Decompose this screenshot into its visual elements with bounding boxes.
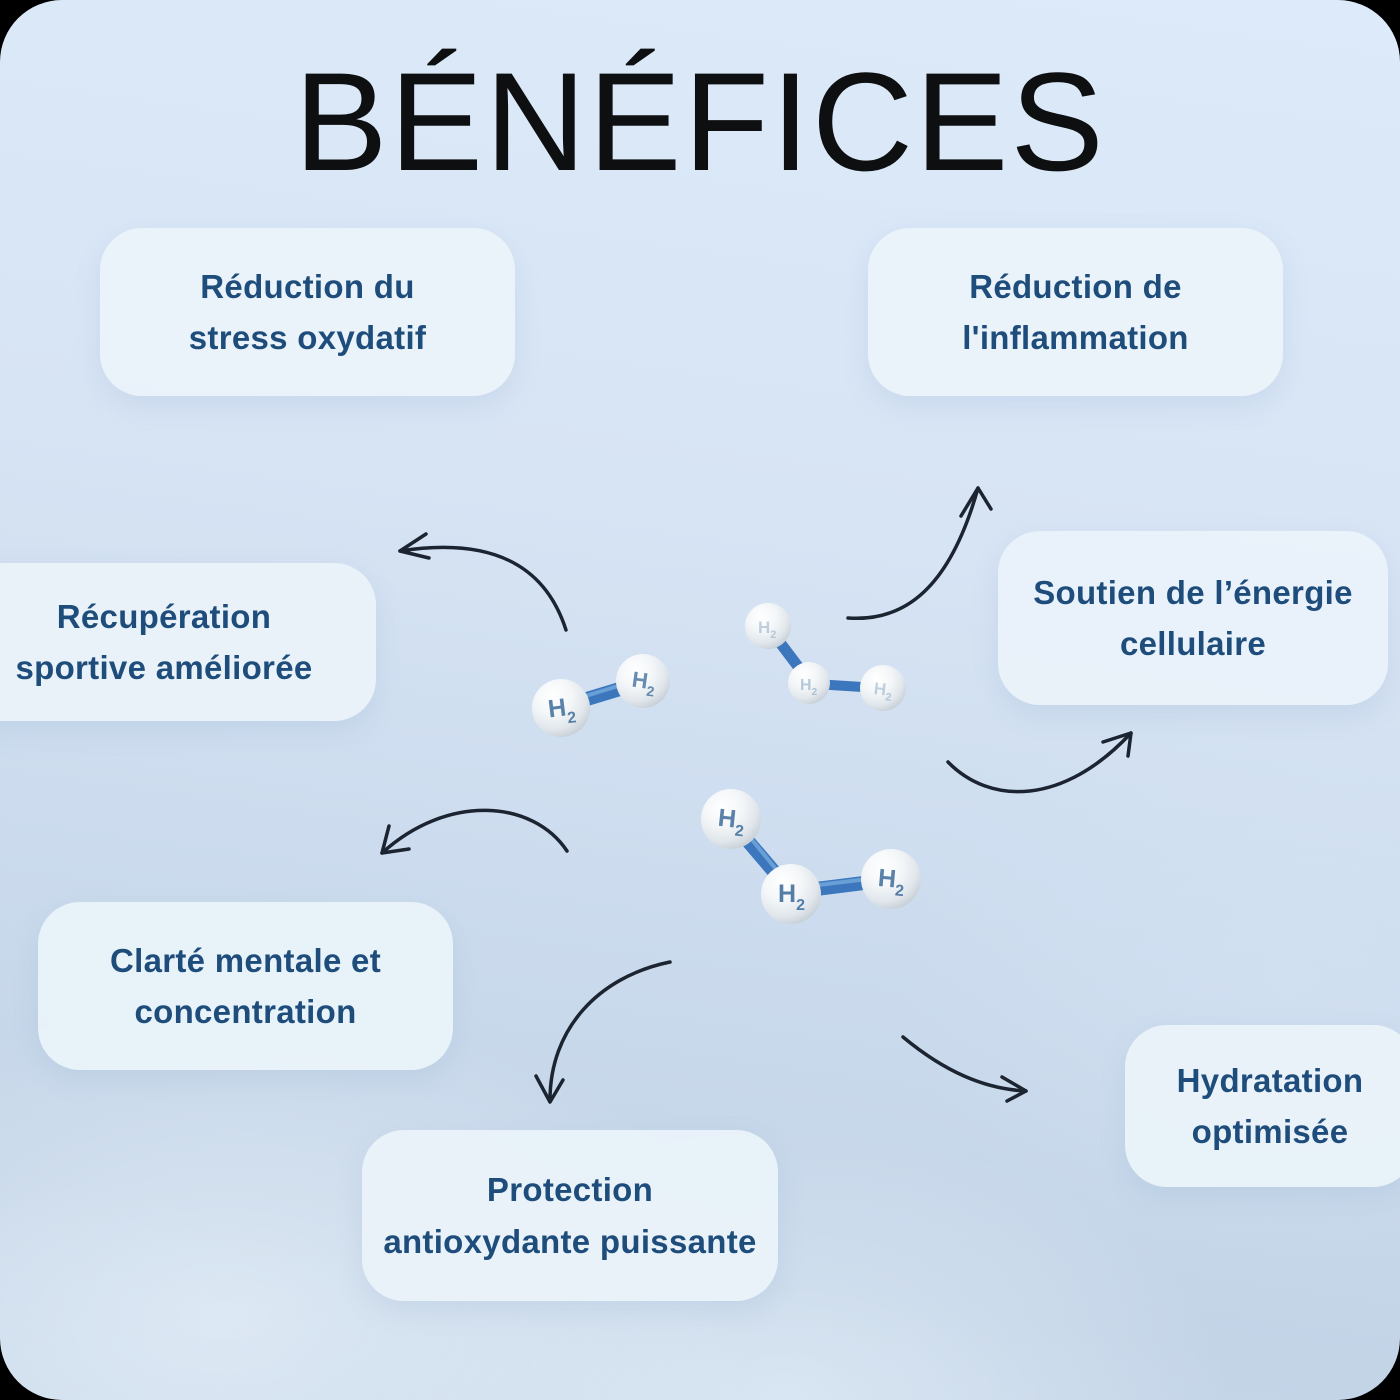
page-title: BÉNÉFICES (294, 43, 1106, 200)
benefit-card-inflammation: Réduction de l'inflammation (868, 228, 1283, 396)
h2-label: H2 (800, 677, 818, 698)
benefit-card-soutien-line2: cellulaire (1119, 625, 1267, 662)
molecule-bond-highlight (577, 680, 633, 700)
molecule-bond (734, 826, 789, 888)
arrow-to-stress-icon (398, 532, 568, 632)
h2-label: H2 (546, 692, 577, 729)
benefit-card-clarte: Clarté mentale et concentration (38, 902, 453, 1070)
h2-sphere (788, 662, 830, 704)
h2-sphere (860, 665, 906, 711)
benefit-card-protection: Protection antioxydante puissante (362, 1130, 778, 1301)
benefit-card-inflammation-line2: l'inflammation (962, 319, 1189, 356)
h2-sphere (616, 654, 670, 708)
benefit-card-stress-line2: stress oxydatif (188, 319, 427, 356)
h2-label: H2 (876, 864, 906, 900)
h2-molecule-right: H2 H2 H2 (745, 603, 906, 711)
h2-sphere (701, 789, 761, 849)
arrow-to-hydratation-icon (901, 1035, 1028, 1103)
benefit-card-hydratation: Hydratation optimisée (1125, 1025, 1400, 1187)
benefit-card-protection-line1: Protection (486, 1171, 654, 1209)
molecule-bond (793, 874, 887, 898)
h2-label: H2 (778, 880, 805, 914)
benefit-card-stress-line1: Réduction du (200, 267, 415, 305)
molecule-bond (810, 679, 883, 693)
benefit-card-hydratation-line2: optimisée (1191, 1113, 1349, 1150)
h2-sphere (532, 679, 590, 737)
benefit-card-recuperation-line2: sportive améliorée (15, 649, 313, 686)
arrow-to-soutien-icon (946, 731, 1133, 794)
benefit-card-protection-line2: antioxydante puissante (383, 1222, 757, 1260)
benefit-card-recuperation: Récupération sportive améliorée (0, 563, 376, 721)
benefit-card-soutien-line1: Soutien de l’énergie (1033, 573, 1353, 611)
benefit-card-stress: Réduction du stress oxydatif (100, 228, 515, 396)
benefit-card-hydratation-line1: Hydratation (1176, 1061, 1364, 1099)
molecule-bond-highlight (800, 876, 878, 889)
h2-label: H2 (758, 618, 776, 641)
benefit-card-recuperation-line1: Récupération (56, 597, 272, 635)
benefit-card-clarte-line1: Clarté mentale et (109, 941, 382, 979)
h2-molecule-bottom: H2 H2 H2 (701, 789, 921, 924)
h2-label: H2 (716, 804, 746, 841)
h2-sphere (861, 849, 921, 909)
benefit-card-soutien: Soutien de l’énergie cellulaire (998, 531, 1388, 705)
arrow-to-clarte-icon (380, 808, 569, 855)
h2-label: H2 (872, 679, 893, 704)
molecule-bond (766, 626, 812, 683)
benefit-card-inflammation-line1: Réduction de (969, 267, 1182, 305)
molecule-bond-highlight (742, 828, 782, 876)
h2-label: H2 (630, 667, 658, 700)
molecule-bond (570, 678, 640, 709)
benefit-card-clarte-line2: concentration (134, 993, 357, 1030)
h2-sphere (745, 603, 791, 649)
h2-sphere (761, 864, 821, 924)
h2-molecule-left: H2 H2 (532, 654, 670, 737)
arrow-to-inflammation-icon (846, 486, 993, 621)
arrow-to-protection-icon (534, 960, 672, 1104)
